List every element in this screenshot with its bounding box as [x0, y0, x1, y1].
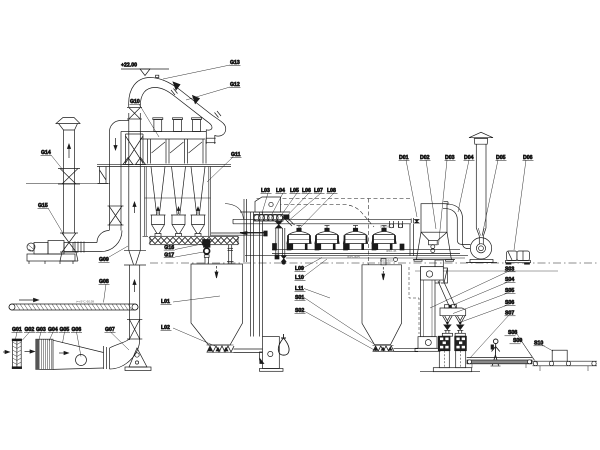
svg-text:Φ25-Φ25: Φ25-Φ25 [347, 255, 360, 259]
svg-text:L10: L10 [295, 275, 304, 281]
svg-text:D05: D05 [496, 155, 506, 161]
svg-text:S10: S10 [534, 341, 543, 347]
svg-text:S09: S09 [513, 338, 522, 344]
svg-text:G07: G07 [105, 327, 115, 333]
svg-text:G05: G05 [60, 327, 70, 333]
svg-text:S08: S08 [508, 330, 517, 336]
svg-text:D02: D02 [420, 155, 430, 161]
svg-text:G06: G06 [72, 327, 82, 333]
svg-text:G15: G15 [38, 203, 48, 209]
svg-text:L01: L01 [161, 299, 170, 305]
svg-text:G13: G13 [230, 60, 240, 66]
svg-text:G02: G02 [25, 327, 35, 333]
svg-text:L11: L11 [295, 286, 304, 292]
svg-text:+22.00: +22.00 [121, 63, 137, 69]
svg-text:G14: G14 [41, 150, 51, 156]
svg-text:L05: L05 [290, 188, 299, 194]
svg-text:S07: S07 [505, 311, 514, 317]
svg-text:L08: L08 [327, 188, 336, 194]
svg-text:L06: L06 [302, 188, 311, 194]
svg-text:50/50Φ: 50/50Φ [380, 225, 391, 229]
svg-text:G01: G01 [12, 327, 22, 333]
svg-text:t=+5°C Φ159: t=+5°C Φ159 [76, 300, 94, 304]
svg-text:S04: S04 [505, 277, 514, 283]
svg-text:S02: S02 [295, 308, 304, 314]
svg-text:G11: G11 [231, 152, 241, 158]
svg-text:L09: L09 [295, 266, 304, 272]
svg-text:S03: S03 [505, 267, 514, 273]
svg-text:Φ50-45: Φ50-45 [386, 249, 397, 253]
svg-text:S06: S06 [505, 300, 514, 306]
svg-text:G08: G08 [99, 279, 109, 285]
svg-text:L04: L04 [276, 188, 285, 194]
svg-text:G12: G12 [230, 82, 240, 88]
svg-text:G10: G10 [130, 99, 140, 105]
svg-text:S05: S05 [505, 288, 514, 294]
svg-text:L07: L07 [314, 188, 323, 194]
svg-text:G09: G09 [99, 257, 109, 263]
svg-text:G16: G16 [164, 245, 174, 251]
svg-text:D03: D03 [445, 155, 455, 161]
svg-text:L03: L03 [261, 188, 270, 194]
svg-text:L02: L02 [161, 325, 170, 331]
svg-text:Φ25-Φ25: Φ25-Φ25 [380, 259, 393, 263]
svg-text:D06: D06 [523, 155, 533, 161]
svg-text:S01: S01 [295, 295, 304, 301]
svg-text:D01: D01 [399, 155, 409, 161]
svg-text:G03: G03 [36, 327, 46, 333]
svg-text:G17: G17 [164, 252, 174, 258]
svg-text:D04: D04 [464, 155, 474, 161]
svg-text:G04: G04 [48, 327, 58, 333]
